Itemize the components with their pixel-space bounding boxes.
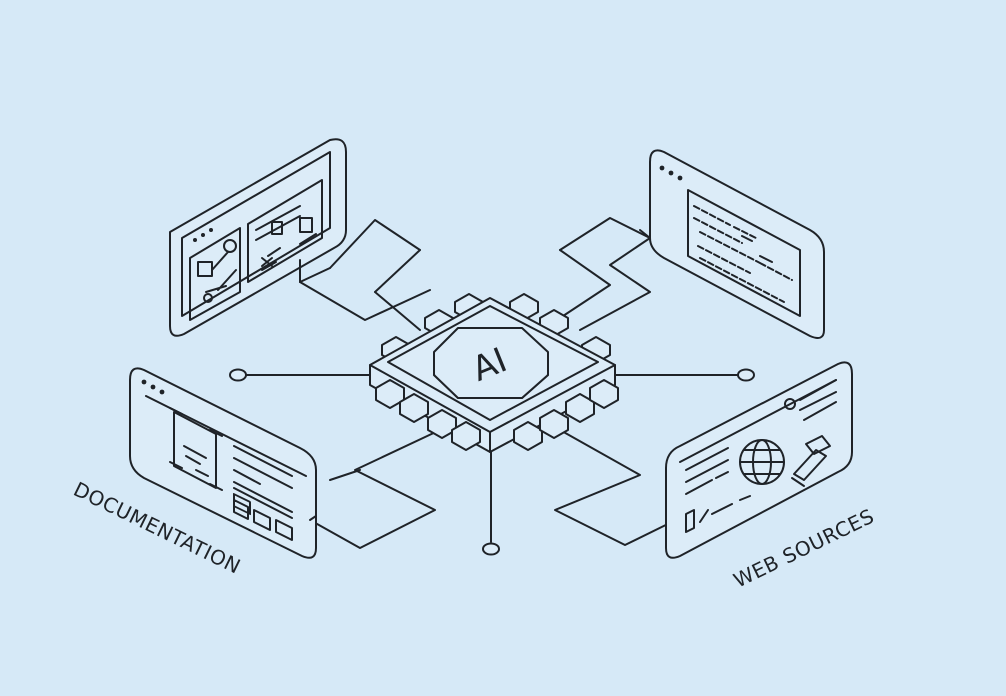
- ai-chip: [369, 293, 619, 453]
- connector-lines: [245, 217, 741, 549]
- panel-top-right: [649, 149, 825, 339]
- panel-top-left: [169, 138, 347, 337]
- node-bottom: [482, 542, 500, 556]
- panel-bottom-right: [665, 361, 853, 559]
- panel-bottom-left: [129, 367, 317, 559]
- node-right: [737, 368, 755, 382]
- endpoint-nodes: [229, 368, 755, 556]
- node-left: [229, 368, 247, 382]
